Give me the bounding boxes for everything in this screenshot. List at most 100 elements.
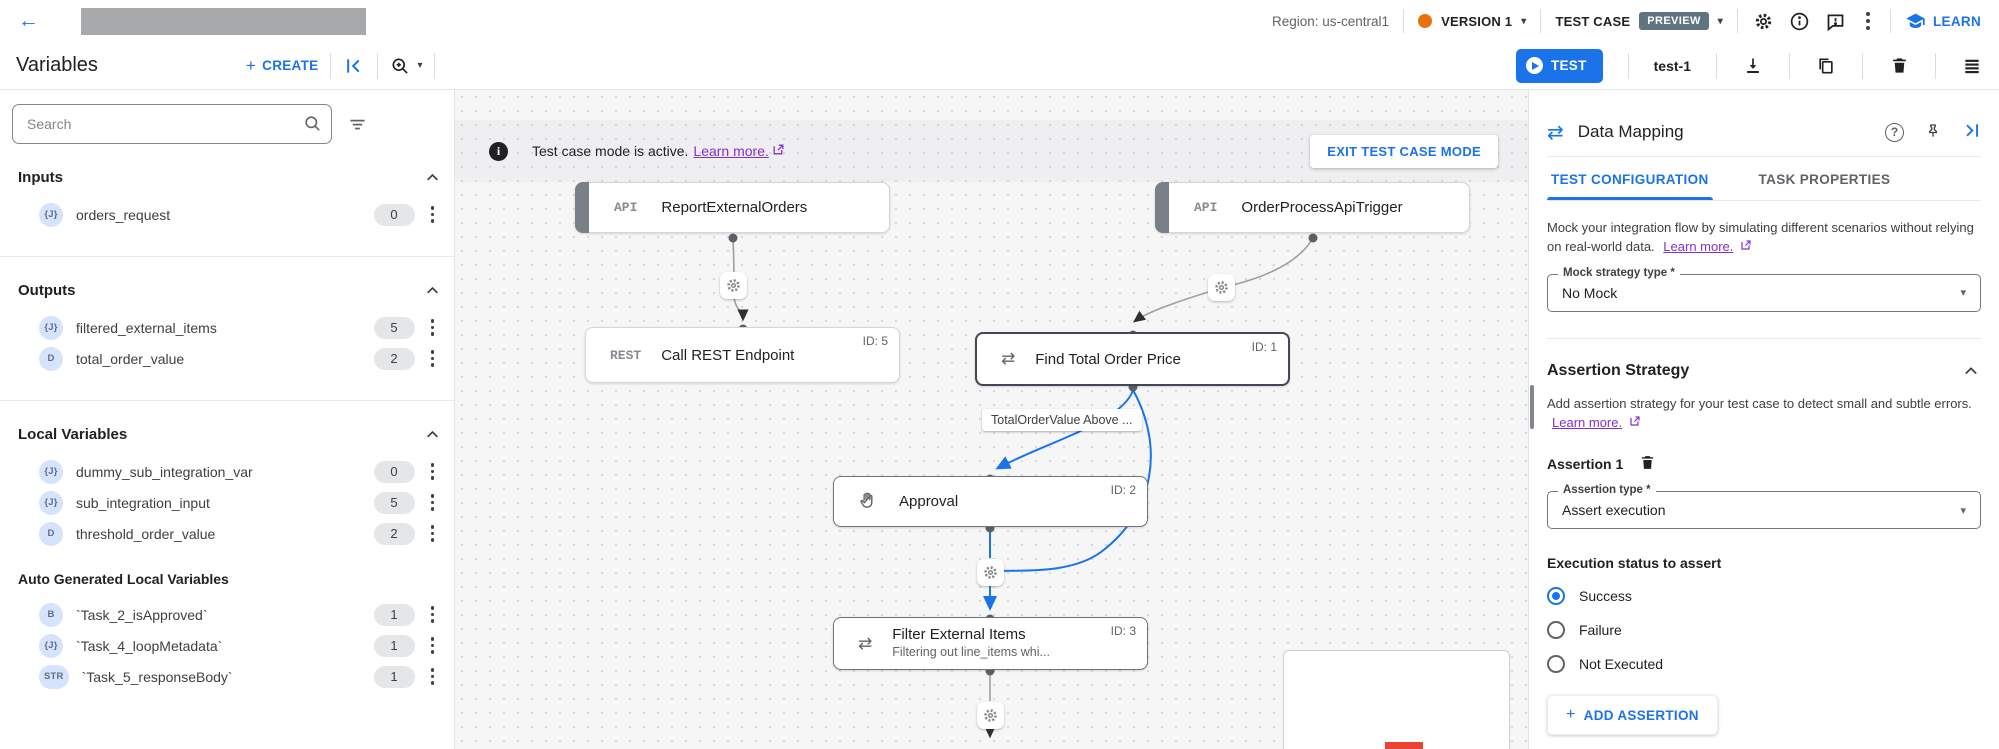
tab-task-properties[interactable]: TASK PROPERTIES [1758,172,1891,187]
section-title: Inputs [18,169,63,186]
node-title: ReportExternalOrders [661,199,808,216]
kebab-menu-icon[interactable] [425,635,441,656]
add-assertion-button[interactable]: + ADD ASSERTION [1547,695,1718,736]
collapse-panel-icon[interactable] [343,55,365,77]
radio-not-executed[interactable]: Not Executed [1547,655,1981,674]
log-list-icon[interactable] [1961,55,1983,77]
variable-row[interactable]: {J} filtered_external_items 5 [0,312,454,343]
flow-canvas[interactable]: i Test case mode is active. Learn more. … [455,90,1528,749]
external-link-icon [1629,414,1641,433]
chevron-down-icon: ▾ [1960,287,1966,300]
node-id-badge: ID: 1 [1251,340,1277,354]
radio-button-checked[interactable] [1547,587,1565,606]
node-subtitle: Filtering out line_items whi... [892,645,1050,660]
node-call-rest-endpoint[interactable]: REST Call REST Endpoint ID: 5 [585,327,900,383]
assertion-type-select[interactable]: Assertion type * Assert execution ▾ [1547,484,1981,530]
delete-icon[interactable] [1888,55,1910,77]
error-indicator [1385,742,1423,749]
node-title: Approval [899,493,959,510]
more-options-icon[interactable] [1860,10,1876,32]
sort-filter-icon[interactable] [348,115,367,134]
variable-row[interactable]: {J} dummy_sub_integration_var 0 [0,456,454,487]
partial-node-box[interactable] [1283,650,1510,749]
edge-condition-label[interactable]: TotalOrderValue Above ... [982,409,1142,431]
collapse-section-icon[interactable] [1961,361,1981,381]
radio-success[interactable]: Success [1547,587,1981,606]
zoom-tool-dropdown[interactable]: ▾ [390,55,422,77]
radio-button[interactable] [1547,621,1565,640]
exit-test-case-mode-button[interactable]: EXIT TEST CASE MODE [1310,134,1498,168]
settings-gear-icon[interactable] [1752,10,1774,32]
variable-row[interactable]: {J} sub_integration_input 5 [0,487,454,518]
kebab-menu-icon[interactable] [425,604,441,625]
pin-icon[interactable] [1924,122,1942,143]
kebab-menu-icon[interactable] [425,523,441,544]
edge-settings-gear-icon[interactable] [977,559,1004,586]
copy-icon[interactable] [1815,55,1837,77]
node-report-external-orders[interactable]: API ReportExternalOrders [575,182,890,233]
node-find-total-order-price[interactable]: ⇄ Find Total Order Price ID: 1 [975,332,1290,386]
edge-settings-gear-icon[interactable] [1208,274,1235,301]
help-icon[interactable]: ? [1885,122,1904,142]
variable-type-chip: B [39,602,63,627]
variable-name: dummy_sub_integration_var [76,463,253,480]
node-filter-external-items[interactable]: ⇄ Filter External Items Filtering out li… [833,617,1148,670]
data-mapping-icon: ⇄ [858,633,873,654]
delete-assertion-icon[interactable] [1639,454,1656,474]
download-icon[interactable] [1742,55,1764,77]
mock-strategy-select[interactable]: Mock strategy type * No Mock ▾ [1547,266,1981,312]
info-icon[interactable] [1788,10,1810,32]
play-icon [1525,57,1543,74]
tab-test-configuration[interactable]: TEST CONFIGURATION [1547,157,1713,200]
external-link-icon [772,143,785,159]
collapse-section-icon[interactable] [423,168,442,187]
scrollbar-thumb[interactable] [1530,385,1534,429]
test-case-selector[interactable]: TEST CASE PREVIEW ▾ [1555,12,1723,30]
back-icon[interactable]: ← [18,9,39,32]
kebab-menu-icon[interactable] [425,317,441,338]
kebab-menu-icon[interactable] [425,461,441,482]
learn-cap-icon [1906,13,1925,28]
version-selector[interactable]: VERSION 1 ▾ [1418,14,1526,29]
variable-type-chip: D [39,521,63,546]
node-order-process-api-trigger[interactable]: API OrderProcessApiTrigger [1155,182,1470,233]
edge-settings-gear-icon[interactable] [720,272,747,299]
variable-row[interactable]: {J} orders_request 0 [0,199,454,230]
kebab-menu-icon[interactable] [425,492,441,513]
variable-name: `Task_4_loopMetadata` [76,637,223,654]
divider [1737,9,1738,33]
learn-more-link[interactable]: Learn more. [693,143,769,159]
collapse-section-icon[interactable] [423,425,442,444]
kebab-menu-icon[interactable] [425,204,441,225]
collapse-section-icon[interactable] [423,281,442,300]
kebab-menu-icon[interactable] [425,666,441,687]
variable-row[interactable]: D threshold_order_value 2 [0,518,454,549]
panel-title: Data Mapping [1577,122,1684,141]
panel-header: ⇄ Data Mapping ? [1547,90,1981,157]
variable-row[interactable]: STR `Task_5_responseBody` 1 [0,661,454,692]
learn-more-link[interactable]: Learn more. [1663,238,1734,254]
search-input[interactable] [12,104,332,144]
collapse-panel-right-icon[interactable] [1962,121,1981,143]
edge-settings-gear-icon[interactable] [977,702,1004,729]
rest-task-icon: REST [610,347,642,363]
variable-name: threshold_order_value [76,525,216,542]
radio-button[interactable] [1547,655,1565,674]
learn-link[interactable]: LEARN [1905,11,1981,32]
variable-type-chip: {J} [39,315,63,340]
test-case-name[interactable]: test-1 [1653,57,1691,74]
variable-row[interactable]: B `Task_2_isApproved` 1 [0,599,454,630]
variables-toolbar: Variables + CREATE ▾ TEST test-1 [0,42,1999,90]
usage-count-badge: 5 [373,316,415,339]
kebab-menu-icon[interactable] [425,348,441,369]
test-button[interactable]: TEST [1515,48,1603,83]
feedback-icon[interactable] [1824,10,1846,32]
variable-row[interactable]: D total_order_value 2 [0,343,454,374]
learn-more-link[interactable]: Learn more. [1552,414,1623,430]
node-approval[interactable]: Approval ID: 2 [833,476,1148,527]
variable-row[interactable]: {J} `Task_4_loopMetadata` 1 [0,630,454,661]
create-variable-button[interactable]: + CREATE [246,56,319,76]
create-label: CREATE [262,58,319,73]
radio-failure[interactable]: Failure [1547,621,1981,640]
field-value: Assert execution [1562,502,1666,519]
